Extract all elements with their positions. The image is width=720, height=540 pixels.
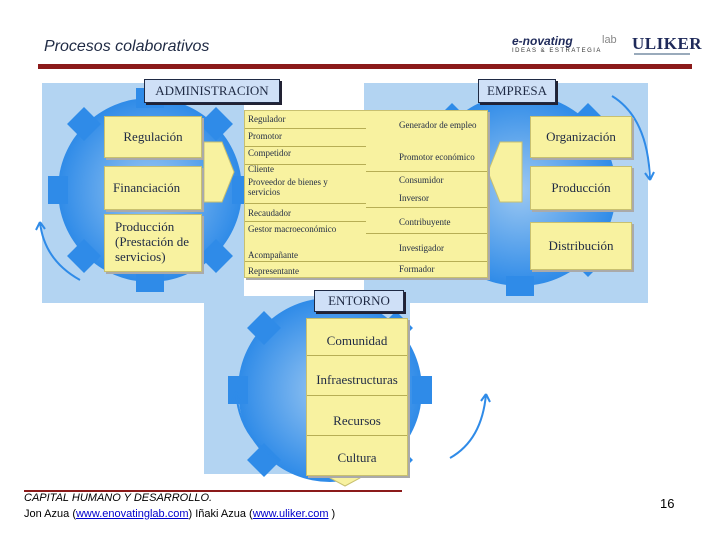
entorno-item-label: Infraestructuras: [307, 372, 407, 388]
role-label: Acompañante: [248, 250, 298, 260]
role-label: Contribuyente: [399, 217, 451, 227]
admin-box-produccion: Producción (Prestación de servicios): [104, 214, 202, 272]
empresa-item-label: Distribución: [549, 238, 614, 254]
empresa-box-distribucion: Distribución: [530, 222, 632, 270]
page-number: 16: [660, 496, 674, 511]
role-label: Proveedor de bienes y servicios: [248, 177, 358, 197]
uliker-link[interactable]: www.uliker.com: [253, 508, 329, 520]
entorno-header: ENTORNO: [314, 290, 404, 312]
footer-text: ): [329, 508, 336, 520]
role-label: Representante: [248, 266, 299, 276]
enovating-link[interactable]: www.enovatinglab.com: [76, 508, 189, 520]
footer-title: CAPITAL HUMANO Y DESARROLLO.: [24, 492, 212, 504]
roles-box: Regulador Promotor Competidor Cliente Pr…: [244, 110, 488, 278]
role-label: Consumidor: [399, 175, 444, 185]
admin-box-financiacion: Financiación: [104, 166, 202, 210]
role-label: Formador: [399, 264, 435, 274]
entorno-item-label: Recursos: [307, 413, 407, 429]
empresa-box-produccion: Producción: [530, 166, 632, 210]
role-label: Promotor: [248, 131, 282, 141]
admin-item-label: Producción (Prestación de servicios): [115, 219, 195, 264]
empresa-header: EMPRESA: [478, 79, 556, 103]
footer-text: Jon Azua (: [24, 508, 76, 520]
empresa-box-organizacion: Organización: [530, 116, 632, 158]
role-label: Promotor económico: [399, 152, 475, 162]
role-label: Cliente: [248, 164, 274, 174]
role-label: Investigador: [399, 243, 444, 253]
entorno-item-label: Comunidad: [307, 333, 407, 349]
role-label: Regulador: [248, 114, 286, 124]
footer-credits: Jon Azua (www.enovatinglab.com) Iñaki Az…: [24, 508, 335, 520]
role-label: Inversor: [399, 193, 429, 203]
entorno-box: Comunidad Infraestructuras Recursos Cult…: [306, 318, 408, 476]
admin-item-label: Financiación: [105, 180, 180, 196]
footer-text: ) Iñaki Azua (: [189, 508, 253, 520]
empresa-item-label: Organización: [546, 129, 616, 145]
admin-item-label: Regulación: [123, 129, 182, 145]
role-label: Generador de empleo: [399, 120, 476, 130]
role-label: Recaudador: [248, 208, 291, 218]
admin-box-regulacion: Regulación: [104, 116, 202, 158]
empresa-item-label: Producción: [551, 180, 610, 196]
role-label: Competidor: [248, 148, 291, 158]
administracion-header: ADMINISTRACION: [144, 79, 280, 103]
entorno-item-label: Cultura: [307, 450, 407, 466]
role-label: Gestor macroeconómico: [248, 224, 358, 234]
